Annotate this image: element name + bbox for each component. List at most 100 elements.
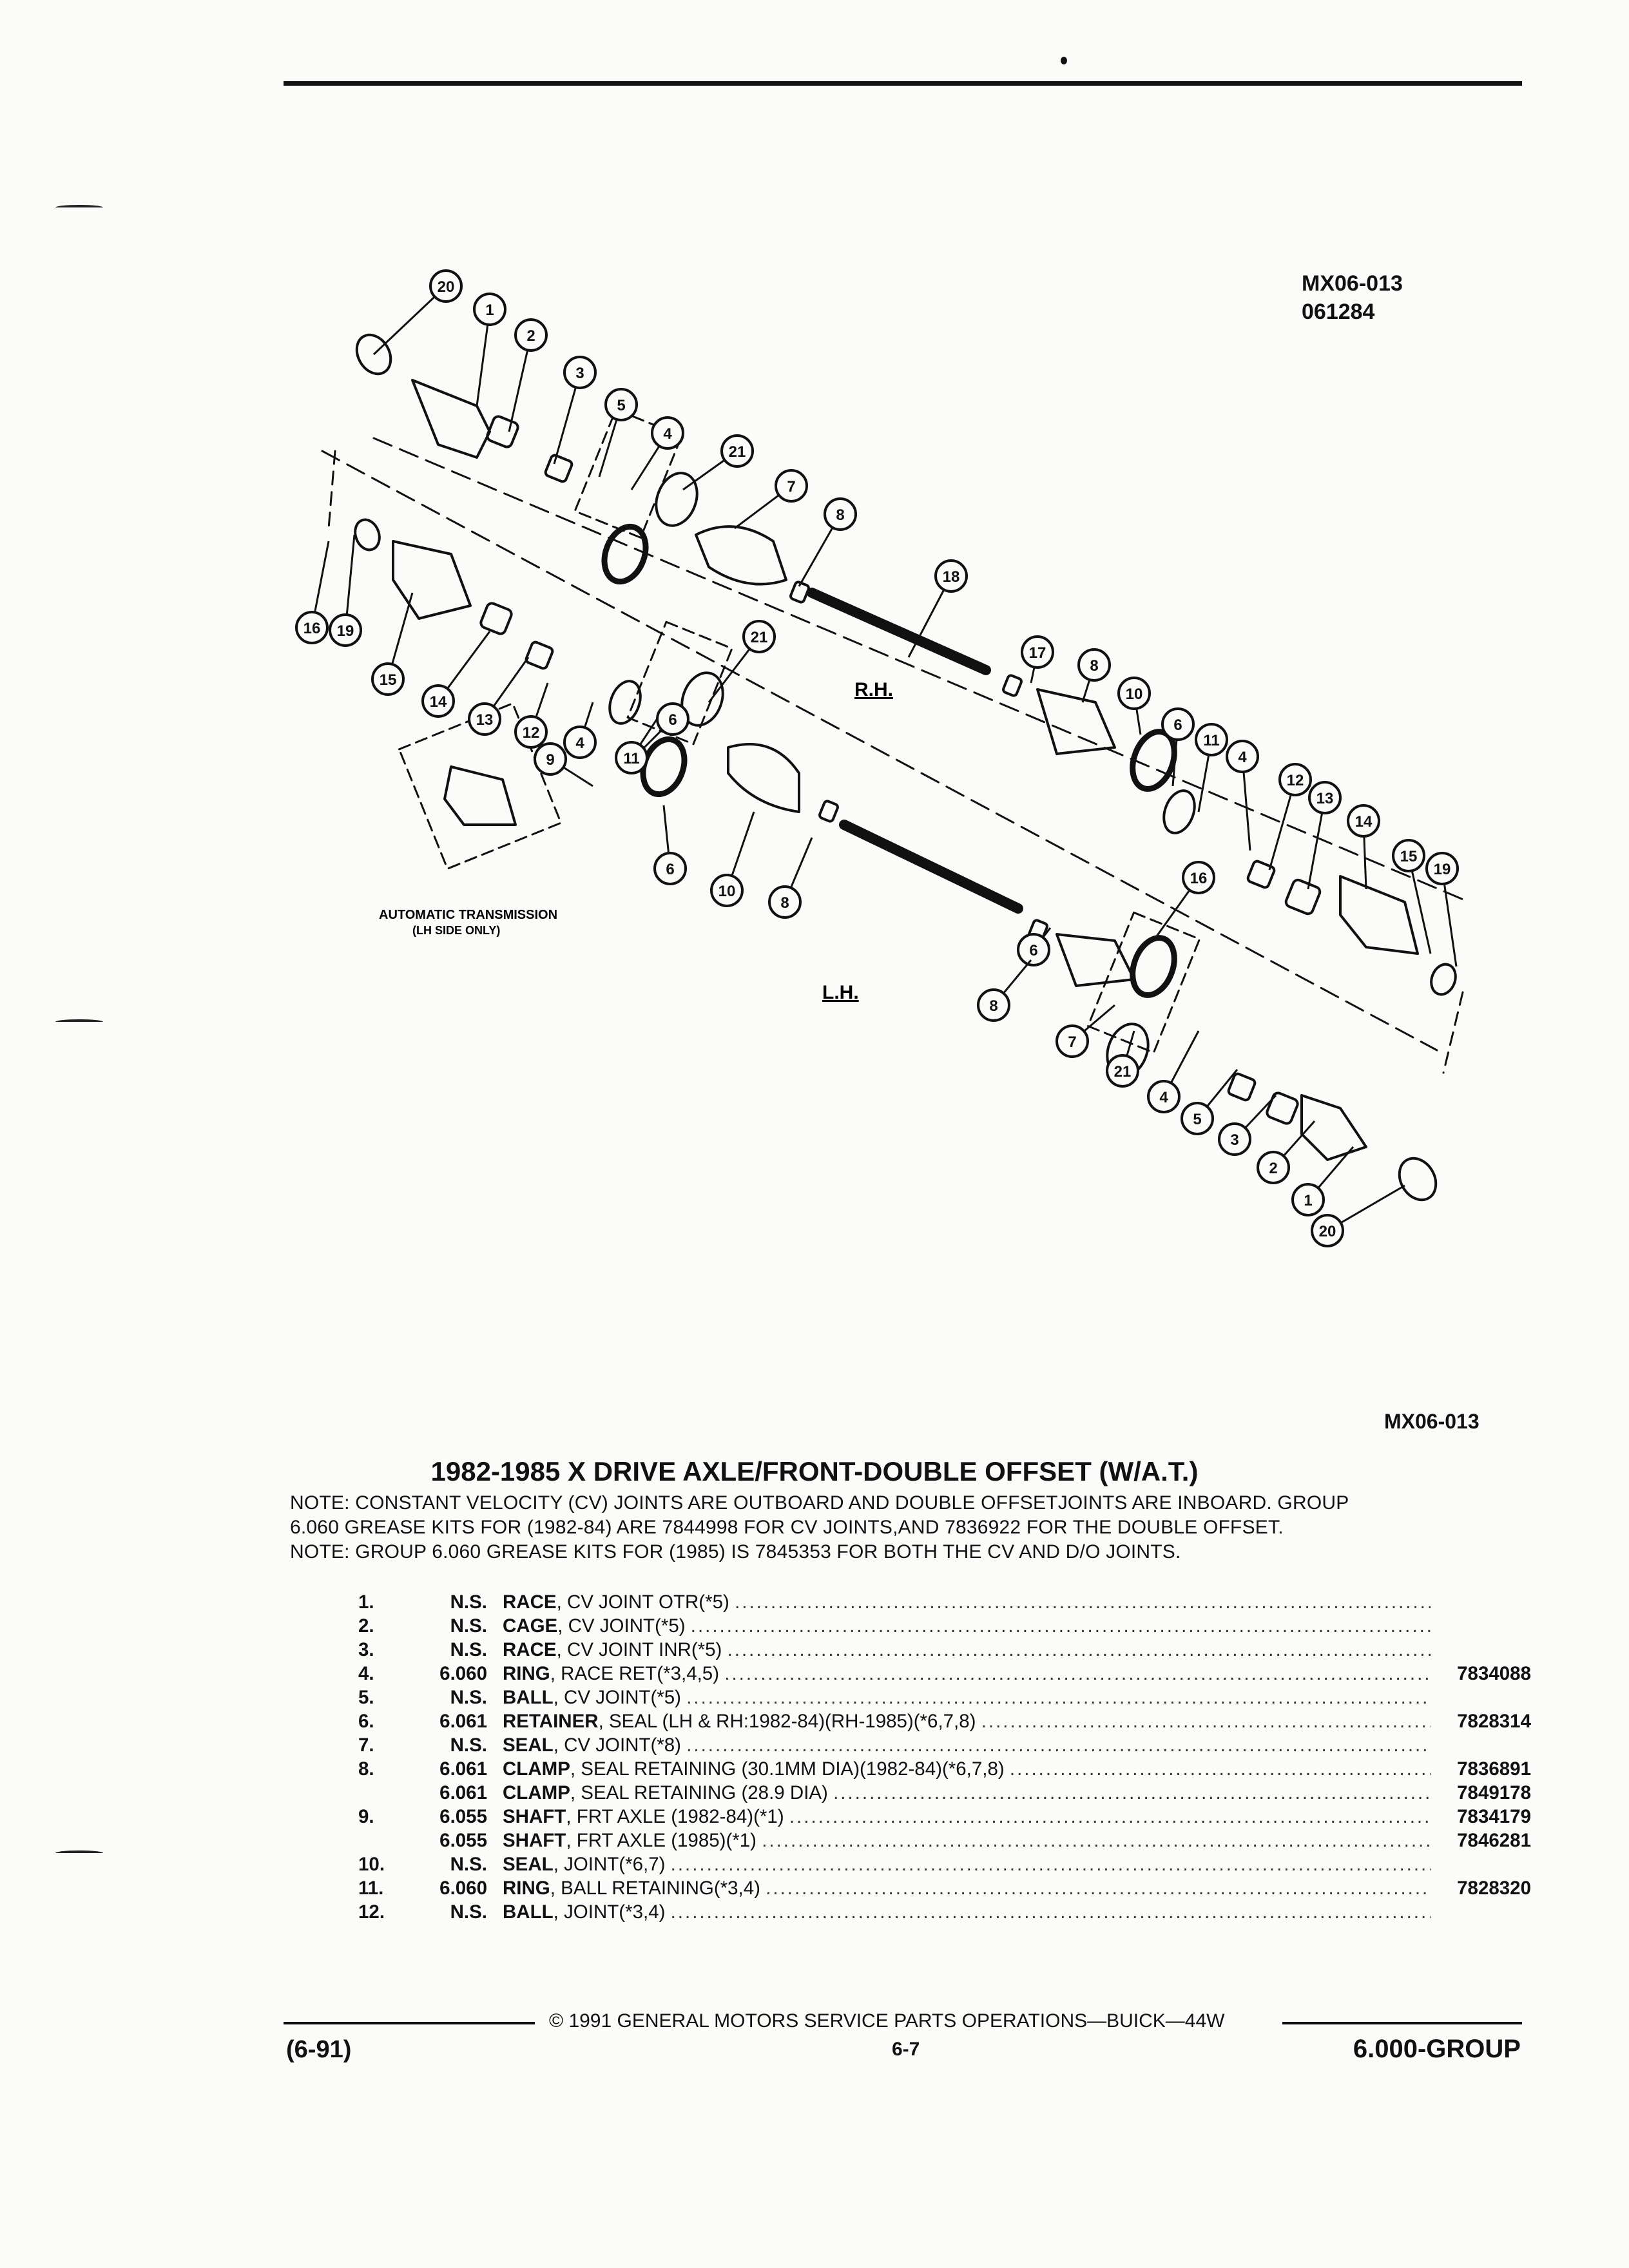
callout-circle bbox=[468, 702, 501, 736]
cv-joint-outer-part bbox=[411, 379, 491, 459]
part-name: BALL bbox=[503, 1687, 554, 1708]
callout-3: 3 bbox=[1218, 1094, 1277, 1156]
callout-circle bbox=[473, 293, 506, 326]
callout-circle bbox=[1147, 1080, 1181, 1113]
part-number: 7828320 bbox=[1457, 1878, 1531, 1899]
callout-6: 6 bbox=[653, 805, 687, 885]
group-number: N.S. bbox=[450, 1687, 487, 1708]
group-number: N.S. bbox=[450, 1854, 487, 1875]
part-detail: , BALL RETAINING(*3,4) bbox=[550, 1878, 760, 1899]
lh-axis-line bbox=[321, 450, 1438, 1052]
leader-dots: ........................................… bbox=[724, 1663, 1431, 1684]
part-name: SHAFT bbox=[503, 1830, 566, 1851]
callout-circle bbox=[514, 715, 548, 749]
callout-number: 21 bbox=[751, 629, 768, 646]
part-detail: , RACE RET(*3,4,5) bbox=[550, 1663, 720, 1684]
part-number: 7828314 bbox=[1457, 1711, 1531, 1732]
part-number: 7834088 bbox=[1457, 1663, 1531, 1684]
part-number: 7836891 bbox=[1457, 1758, 1531, 1780]
callout-8: 8 bbox=[768, 837, 813, 919]
callout-14: 14 bbox=[421, 631, 491, 718]
callout-number: 15 bbox=[1400, 848, 1418, 865]
callout-number: 11 bbox=[623, 750, 639, 767]
callout-number: 6 bbox=[668, 711, 677, 729]
callout-circle bbox=[615, 741, 648, 774]
cage-part bbox=[1284, 878, 1322, 916]
auto-trans-sublabel: (LH SIDE ONLY) bbox=[412, 924, 500, 937]
leader-dots: ........................................… bbox=[766, 1878, 1431, 1899]
callout-circle bbox=[824, 497, 857, 531]
callout-number: 19 bbox=[337, 622, 354, 640]
part-name: RETAINER bbox=[503, 1711, 599, 1732]
part-detail: , SEAL RETAINING (30.1MM DIA)(1982-84)(*… bbox=[570, 1758, 1005, 1780]
leader-dots: ........................................… bbox=[727, 1639, 1431, 1660]
axle-shaft-part bbox=[807, 588, 991, 675]
clamp-part bbox=[818, 800, 839, 823]
callout-number: 13 bbox=[1316, 790, 1334, 807]
callout-21: 21 bbox=[682, 434, 754, 491]
callout-19: 19 bbox=[329, 534, 362, 647]
leader-dots: ........................................… bbox=[686, 1735, 1431, 1756]
leader-dots: ........................................… bbox=[833, 1782, 1431, 1803]
callout-circle bbox=[604, 388, 638, 421]
cage-part bbox=[1266, 1091, 1299, 1125]
inner-race-part bbox=[1227, 1072, 1257, 1102]
part-number: 7849178 bbox=[1457, 1782, 1531, 1803]
group-number: 6.055 bbox=[439, 1830, 487, 1851]
callout-circle bbox=[563, 356, 597, 389]
part-detail: , CV JOINT(*8) bbox=[553, 1735, 682, 1756]
part-detail: , JOINT(*6,7) bbox=[553, 1854, 666, 1875]
callout-circle bbox=[1218, 1122, 1251, 1156]
item-number: 5. bbox=[358, 1687, 374, 1708]
callout-number: 7 bbox=[787, 478, 795, 495]
callout-circle bbox=[1182, 861, 1215, 894]
callout-number: 6 bbox=[1029, 942, 1037, 959]
group-number: 6.061 bbox=[439, 1711, 487, 1732]
callout-number: 15 bbox=[380, 671, 397, 689]
part-name: SHAFT bbox=[503, 1806, 566, 1827]
callout-11: 11 bbox=[1195, 723, 1228, 812]
page-title: 1982-1985 X DRIVE AXLE/FRONT-DOUBLE OFFS… bbox=[430, 1456, 1199, 1486]
snap-ring-part bbox=[1162, 789, 1196, 834]
callout-circle bbox=[1278, 763, 1312, 796]
margin-mark bbox=[55, 205, 103, 210]
callout-5: 5 bbox=[1181, 1069, 1239, 1135]
double-offset-housing-part bbox=[443, 765, 517, 826]
seal-retainer-part bbox=[1130, 935, 1177, 998]
callout-number: 4 bbox=[575, 735, 584, 752]
rh-label: R.H. bbox=[854, 679, 893, 700]
callout-circle bbox=[1117, 677, 1151, 710]
boot-seal-part bbox=[695, 525, 787, 586]
callout-number: 18 bbox=[943, 568, 960, 586]
boot-seal-part bbox=[1036, 688, 1116, 755]
part-name: CLAMP bbox=[503, 1758, 570, 1780]
part-detail: , SEAL RETAINING (28.9 DIA) bbox=[570, 1782, 828, 1803]
callout-number: 8 bbox=[836, 506, 844, 524]
note-line: 6.060 GREASE KITS FOR (1982-84) ARE 7844… bbox=[290, 1517, 1284, 1538]
callout-number: 9 bbox=[546, 751, 554, 769]
part-description: RACE, CV JOINT OTR(*5) .................… bbox=[503, 1591, 1431, 1613]
snap-ring-part bbox=[655, 472, 699, 527]
callout-number: 20 bbox=[438, 278, 455, 296]
callout-number: 16 bbox=[1190, 870, 1208, 887]
group-number: 6.060 bbox=[439, 1663, 487, 1684]
footer-rule bbox=[1282, 2022, 1522, 2024]
parts-row: 10.N.S.SEAL, JOINT(*6,7) ...............… bbox=[358, 1854, 1531, 1878]
part-description: CLAMP, SEAL RETAINING (30.1MM DIA)(1982-… bbox=[503, 1758, 1431, 1780]
callout-circle bbox=[514, 318, 548, 352]
callout-21: 21 bbox=[708, 620, 776, 703]
parts-row: 2.N.S.CAGE, CV JOINT(*5) ...............… bbox=[358, 1615, 1531, 1639]
callout-20: 20 bbox=[372, 269, 463, 356]
callout-circle bbox=[421, 684, 455, 718]
callout-circle bbox=[1347, 804, 1380, 838]
top-rule bbox=[284, 81, 1522, 86]
part-description: BALL, JOINT(*3,4) ......................… bbox=[503, 1901, 1431, 1923]
callout-number: 20 bbox=[1319, 1223, 1336, 1240]
figure-date: 061284 bbox=[1302, 300, 1375, 324]
callout-12: 12 bbox=[514, 682, 549, 749]
figure-caption: MX06-013 bbox=[1384, 1410, 1480, 1433]
snap-ring-part bbox=[680, 671, 724, 727]
callout-number: 17 bbox=[1029, 644, 1046, 662]
